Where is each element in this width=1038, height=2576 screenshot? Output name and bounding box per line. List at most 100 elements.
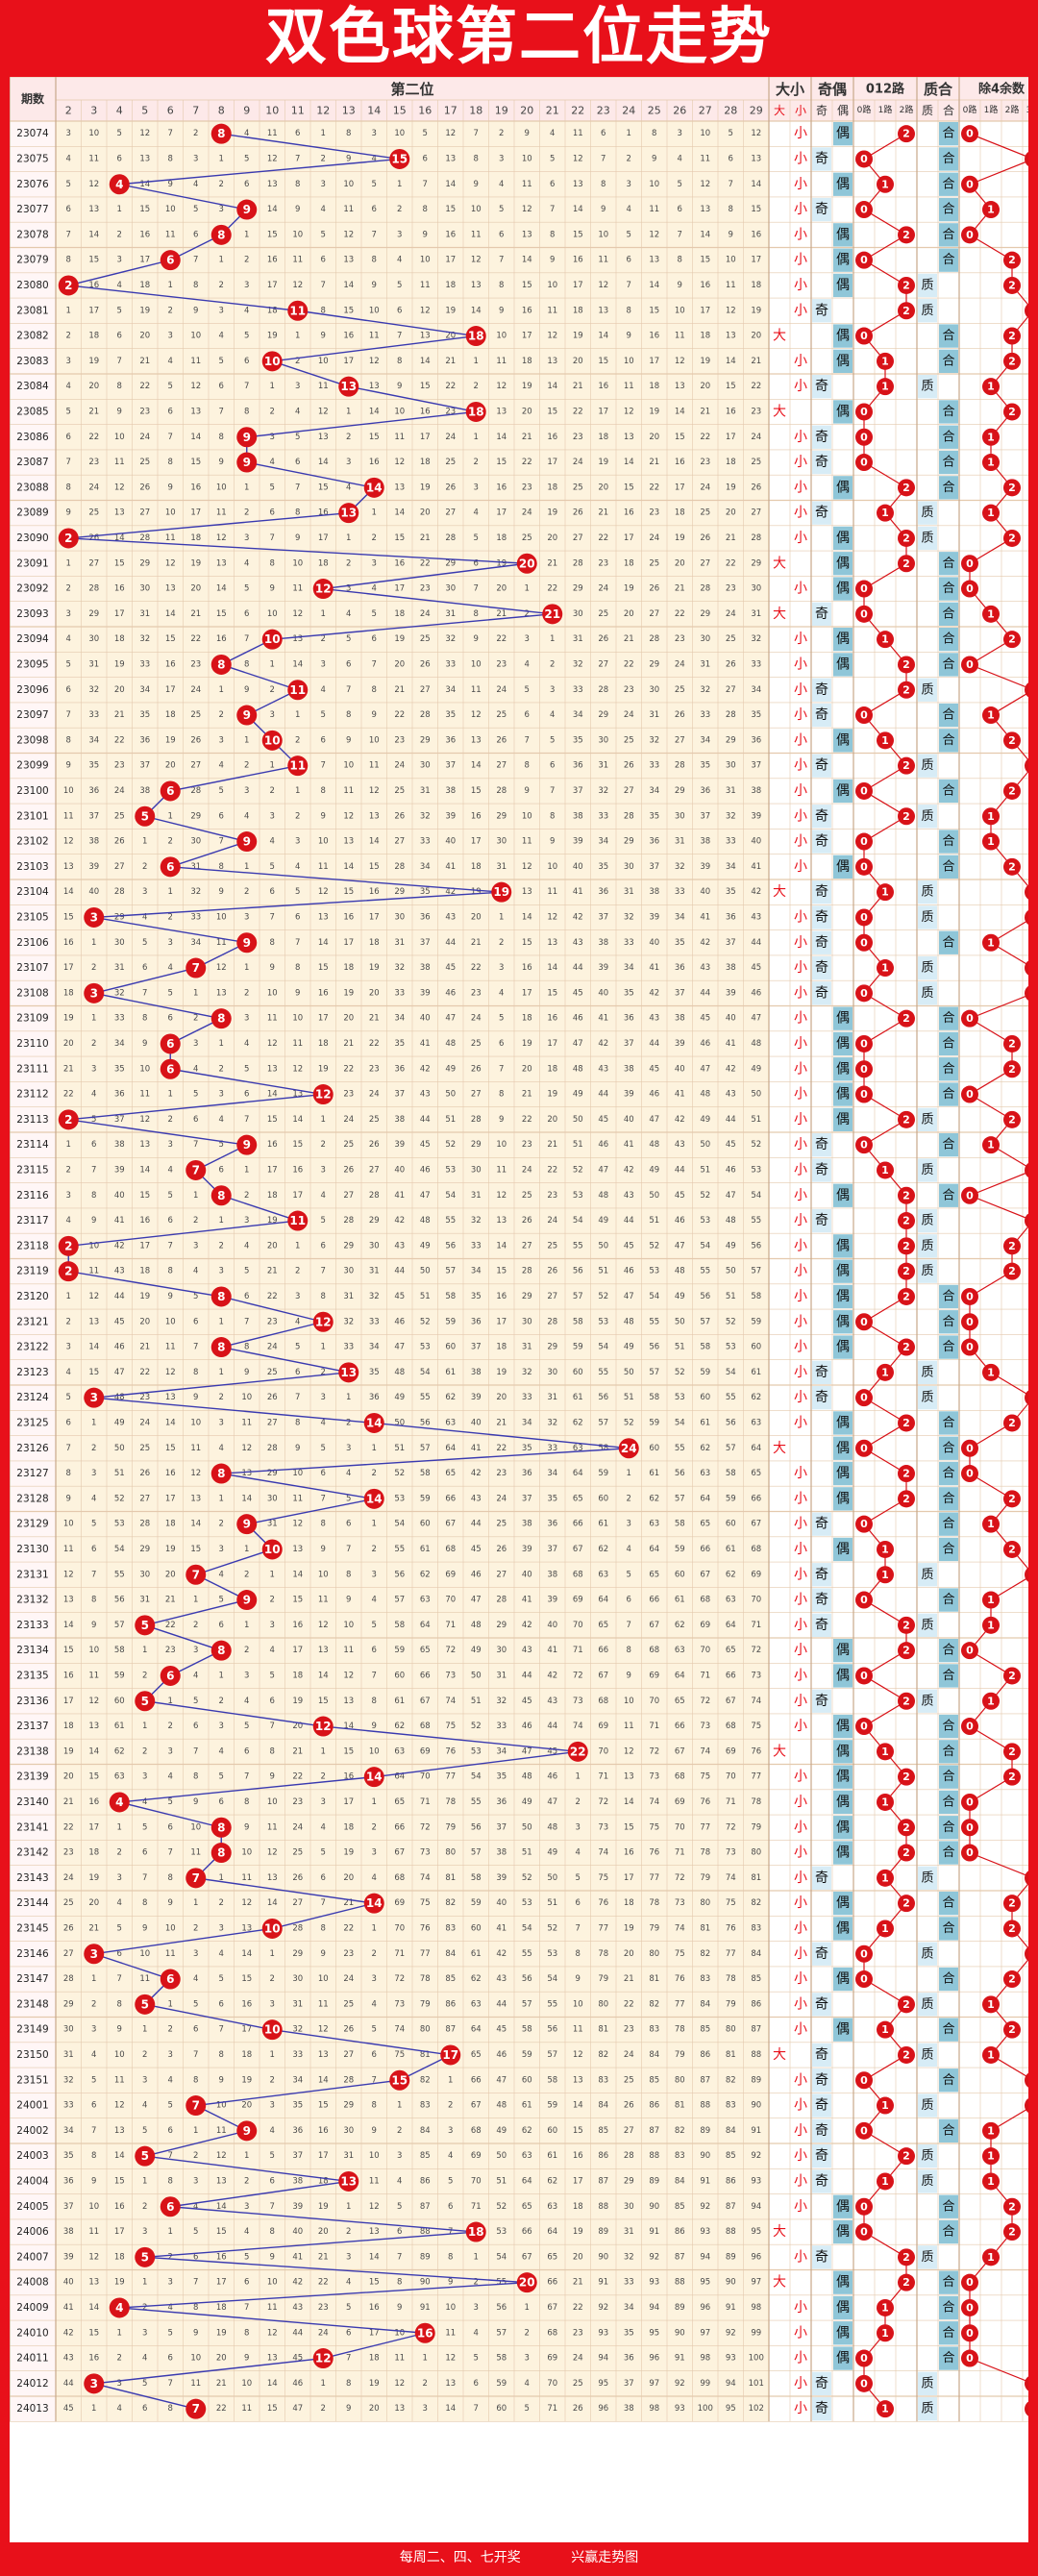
omission-count: 44 [649,1039,659,1049]
omission-count: 14 [165,1418,176,1427]
omission-count: 82 [649,1999,659,2009]
prime-cell [918,1360,937,1384]
omission-count: 66 [522,2227,532,2237]
omission-count: 11 [624,1721,634,1731]
mod4-ball [982,706,1000,725]
mod4-ball [1003,1262,1021,1280]
drawn-number-ball [210,1337,232,1358]
mod4-label: 0 [966,1721,974,1733]
prime-mark: 合 [942,481,954,495]
omission-count: 18 [63,988,74,998]
omission-count: 41 [63,2303,74,2313]
size-mark: 小 [794,935,807,951]
omission-count: 43 [573,938,583,948]
omission-count: 3 [499,963,504,973]
omission-count: 18 [216,2303,227,2313]
omission-count: 35 [445,710,456,720]
omission-count: 91 [726,2303,736,2313]
omission-count: 64 [522,2176,532,2186]
omission-count: 15 [216,2227,227,2237]
omission-count: 3 [627,180,631,189]
omission-count: 21 [624,1974,634,1984]
omission-count: 4 [678,154,682,163]
issue-label: 24003 [16,2150,48,2162]
omission-count: 6 [729,154,733,163]
omission-count: 2 [346,1418,351,1427]
omission-count: 14 [624,1797,634,1807]
omission-count: 5 [66,1393,71,1402]
omission-count: 12 [675,357,685,366]
omission-count: 78 [751,1797,761,1807]
omission-count: 3 [270,433,275,442]
omission-count: 8 [321,1292,326,1301]
mod4-ball [1003,631,1021,649]
size-mark: 小 [794,1618,807,1633]
omission-count: 12 [343,1671,354,1680]
omission-count: 19 [63,1746,74,1756]
size-mark: 小 [794,2351,807,2366]
drawn-number-label: 7 [192,1568,200,1581]
omission-count: 9 [142,1039,147,1049]
omission-count: 32 [369,1292,380,1301]
parity-mark: 偶 [836,1466,850,1481]
omission-count: 25 [445,458,456,467]
omission-count: 34 [649,786,659,796]
omission-count: 9 [91,1216,96,1226]
omission-count: 5 [321,1848,326,1858]
omission-count: 19 [114,2278,125,2288]
omission-count: 72 [649,1746,659,1756]
omission-count: 10 [292,558,303,568]
omission-count: 41 [675,1090,685,1100]
omission-count: 31 [343,2151,354,2161]
omission-count: 26 [139,1469,150,1478]
omission-count: 68 [598,1697,608,1706]
omission-count: 23 [496,1469,507,1478]
omission-count: 24 [624,2050,634,2060]
omission-count: 56 [598,1393,608,1402]
omission-count: 47 [394,1343,405,1352]
omission-count: 3 [321,1165,326,1175]
omission-count: 18 [649,382,659,391]
drawn-number-ball [210,1008,232,1029]
size-mark: 小 [794,632,807,647]
prime-cell [939,830,958,854]
drawn-number-ball [261,629,283,650]
omission-count: 42 [496,1949,507,1959]
omission-count: 34 [394,1014,405,1024]
omission-count: 19 [267,332,278,341]
drawn-number-label: 2 [64,279,72,292]
prime-cell [939,147,958,171]
omission-count: 24 [88,483,99,492]
omission-count: 3 [270,710,275,720]
omission-count: 65 [598,1621,608,1630]
omission-count: 16 [88,2354,99,2364]
omission-count: 44 [292,2328,303,2338]
omission-count: 38 [292,2176,303,2186]
drawn-number-label: 5 [141,809,149,823]
omission-count: 81 [445,1873,456,1883]
prime-cell [918,2169,937,2193]
omission-count: 8 [270,1746,275,1756]
omission-count: 10 [292,1469,303,1478]
omission-count: 6 [295,458,300,467]
omission-count: 3 [117,2379,122,2389]
omission-count: 14 [216,584,227,594]
omission-count: 29 [292,1949,303,1959]
omission-count: 29 [751,558,761,568]
prime-cell [939,248,958,272]
omission-count: 92 [649,2252,659,2262]
omission-count: 72 [675,1873,685,1883]
omission-count: 50 [675,1317,685,1326]
route-label: 1 [881,1871,889,1884]
omission-count: 18 [88,1848,99,1858]
parity-cell [833,1031,853,1056]
omission-count: 7 [168,1241,173,1251]
prime-mark: 合 [942,1416,954,1430]
omission-count: 62 [649,1494,659,1503]
omission-count: 5 [193,205,198,214]
omission-count: 21 [318,2252,329,2262]
omission-count: 18 [139,281,150,290]
number-header: 28 [724,105,737,117]
omission-count: 9 [168,483,173,492]
omission-count: 17 [267,1165,278,1175]
